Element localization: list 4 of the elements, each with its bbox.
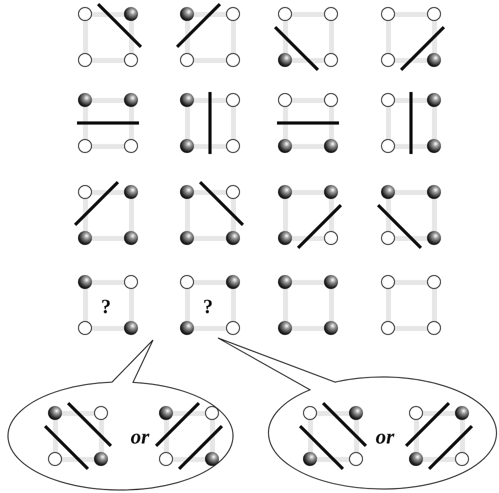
question-mark: ? — [203, 297, 213, 317]
question-mark: ? — [101, 297, 111, 317]
or-word: or — [376, 426, 394, 448]
or-word: or — [130, 426, 150, 448]
